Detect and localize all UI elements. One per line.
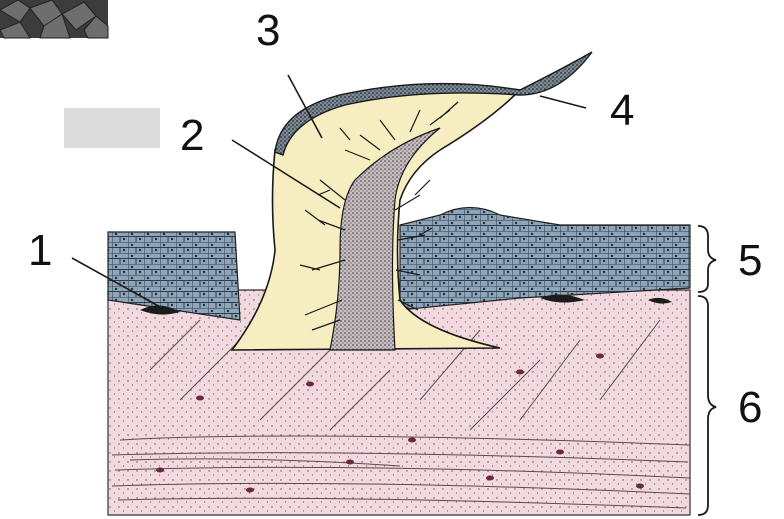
label-5: 5 [738,236,762,285]
thumbnail-image [0,0,108,38]
bracket-lines [698,226,716,515]
label-1: 1 [28,226,52,275]
label-4: 4 [610,86,634,135]
label-6: 6 [738,383,762,432]
label-2: 2 [180,111,204,160]
redacted-box [64,108,160,148]
label-3: 3 [256,6,280,55]
